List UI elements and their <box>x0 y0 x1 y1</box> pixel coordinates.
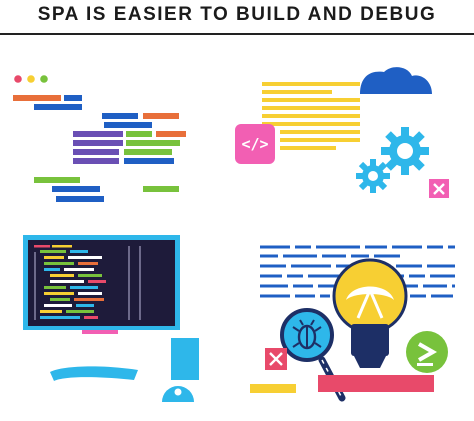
debug-illustration <box>250 245 455 402</box>
gear-large-icon <box>381 127 429 175</box>
lightbulb-icon <box>332 258 408 368</box>
progress-bar <box>318 375 434 392</box>
cloud-icon <box>360 67 432 94</box>
keyboard <box>50 366 138 381</box>
window-dot-red <box>14 75 22 83</box>
gear-small-icon <box>356 159 390 193</box>
code-tag-icon: </> <box>235 124 275 164</box>
document-lines <box>262 82 360 150</box>
mobile-phone <box>171 338 199 380</box>
close-icon <box>429 179 449 198</box>
monitor-code-lines <box>34 245 141 320</box>
window-dot-yellow <box>27 75 35 83</box>
settings-illustration: </> <box>235 67 449 198</box>
svg-text:</>: </> <box>241 135 268 153</box>
code-window-illustration <box>13 75 186 202</box>
code-lines <box>13 95 186 202</box>
yellow-strip <box>250 384 296 393</box>
close-small-icon <box>265 348 287 370</box>
play-icon <box>406 331 448 373</box>
page-title: SPA IS EASIER TO BUILD AND DEBUG <box>37 4 437 25</box>
monitor-illustration <box>23 235 199 402</box>
window-dot-green <box>40 75 48 83</box>
title-divider <box>0 33 474 35</box>
monitor-stand <box>82 330 118 334</box>
